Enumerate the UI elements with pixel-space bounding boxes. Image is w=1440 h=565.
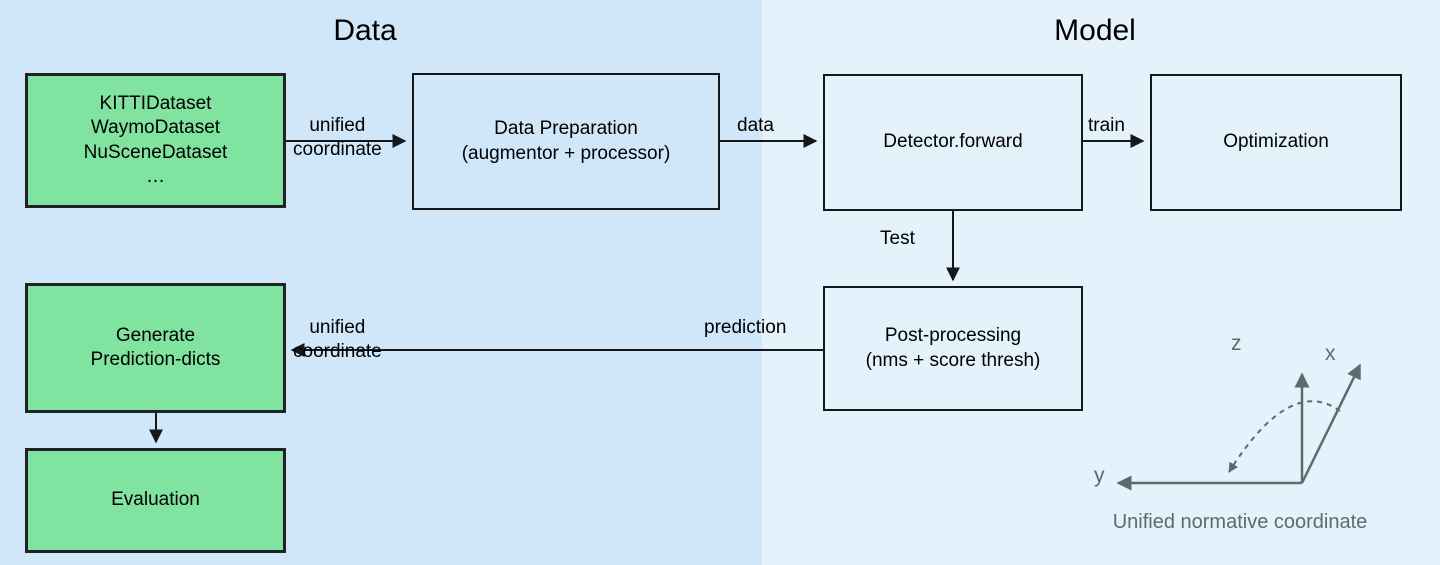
edge-label-unified-bottom-line-2: coordinate [293, 340, 382, 362]
edge-label-unified-bottom-line-1: unified [309, 317, 366, 338]
node-evaluation-line-1: Evaluation [111, 489, 200, 511]
edge-label-data: data [737, 115, 774, 136]
node-data-preparation-line-1: Data Preparation [494, 118, 638, 140]
node-data-preparation-line-2: (augmentor + processor) [461, 142, 671, 164]
edge-label-unified-top-line-1: unified [309, 115, 366, 136]
node-datasets-line-4: … [146, 165, 165, 187]
node-datasets-line-3: NuSceneDataset [83, 141, 228, 163]
panel-title-data: Data [333, 14, 397, 47]
node-post-processing-line-1: Post-processing [884, 325, 1022, 347]
edge-label-unified-top-line-2: coordinate [293, 138, 382, 160]
edge-label-unified-coordinate-top: unified coordinate [293, 114, 382, 162]
node-detector-forward[interactable]: Detector.forward [823, 74, 1083, 211]
edge-label-unified-coordinate-bottom: unified coordinate [293, 316, 382, 364]
node-evaluation[interactable]: Evaluation [25, 448, 286, 553]
axis-label-x: x [1325, 342, 1336, 365]
edge-label-test: Test [880, 228, 915, 249]
node-optimization-line-1: Optimization [1223, 131, 1329, 153]
node-post-processing-line-2: (nms + score thresh) [865, 349, 1041, 371]
axis-label-y: y [1094, 464, 1105, 487]
node-datasets[interactable]: KITTIDataset WaymoDataset NuSceneDataset… [25, 73, 286, 208]
node-generate-prediction-dicts-line-1: Generate [115, 324, 196, 346]
node-generate-prediction-dicts[interactable]: Generate Prediction-dicts [25, 283, 286, 413]
node-data-preparation[interactable]: Data Preparation (augmentor + processor) [412, 73, 720, 210]
node-datasets-line-2: WaymoDataset [90, 117, 221, 139]
node-datasets-line-1: KITTIDataset [99, 92, 212, 114]
edge-label-train: train [1088, 115, 1125, 136]
coordinate-frame: z x y [1055, 315, 1425, 545]
edge-label-prediction: prediction [704, 317, 787, 338]
coordinate-frame-caption: Unified normative coordinate [1112, 511, 1368, 533]
panel-title-model: Model [1054, 14, 1136, 47]
node-optimization[interactable]: Optimization [1150, 74, 1402, 211]
node-detector-forward-line-1: Detector.forward [883, 131, 1023, 153]
axis-label-z: z [1231, 332, 1242, 355]
node-generate-prediction-dicts-line-2: Prediction-dicts [90, 349, 221, 370]
node-post-processing[interactable]: Post-processing (nms + score thresh) [823, 286, 1083, 411]
